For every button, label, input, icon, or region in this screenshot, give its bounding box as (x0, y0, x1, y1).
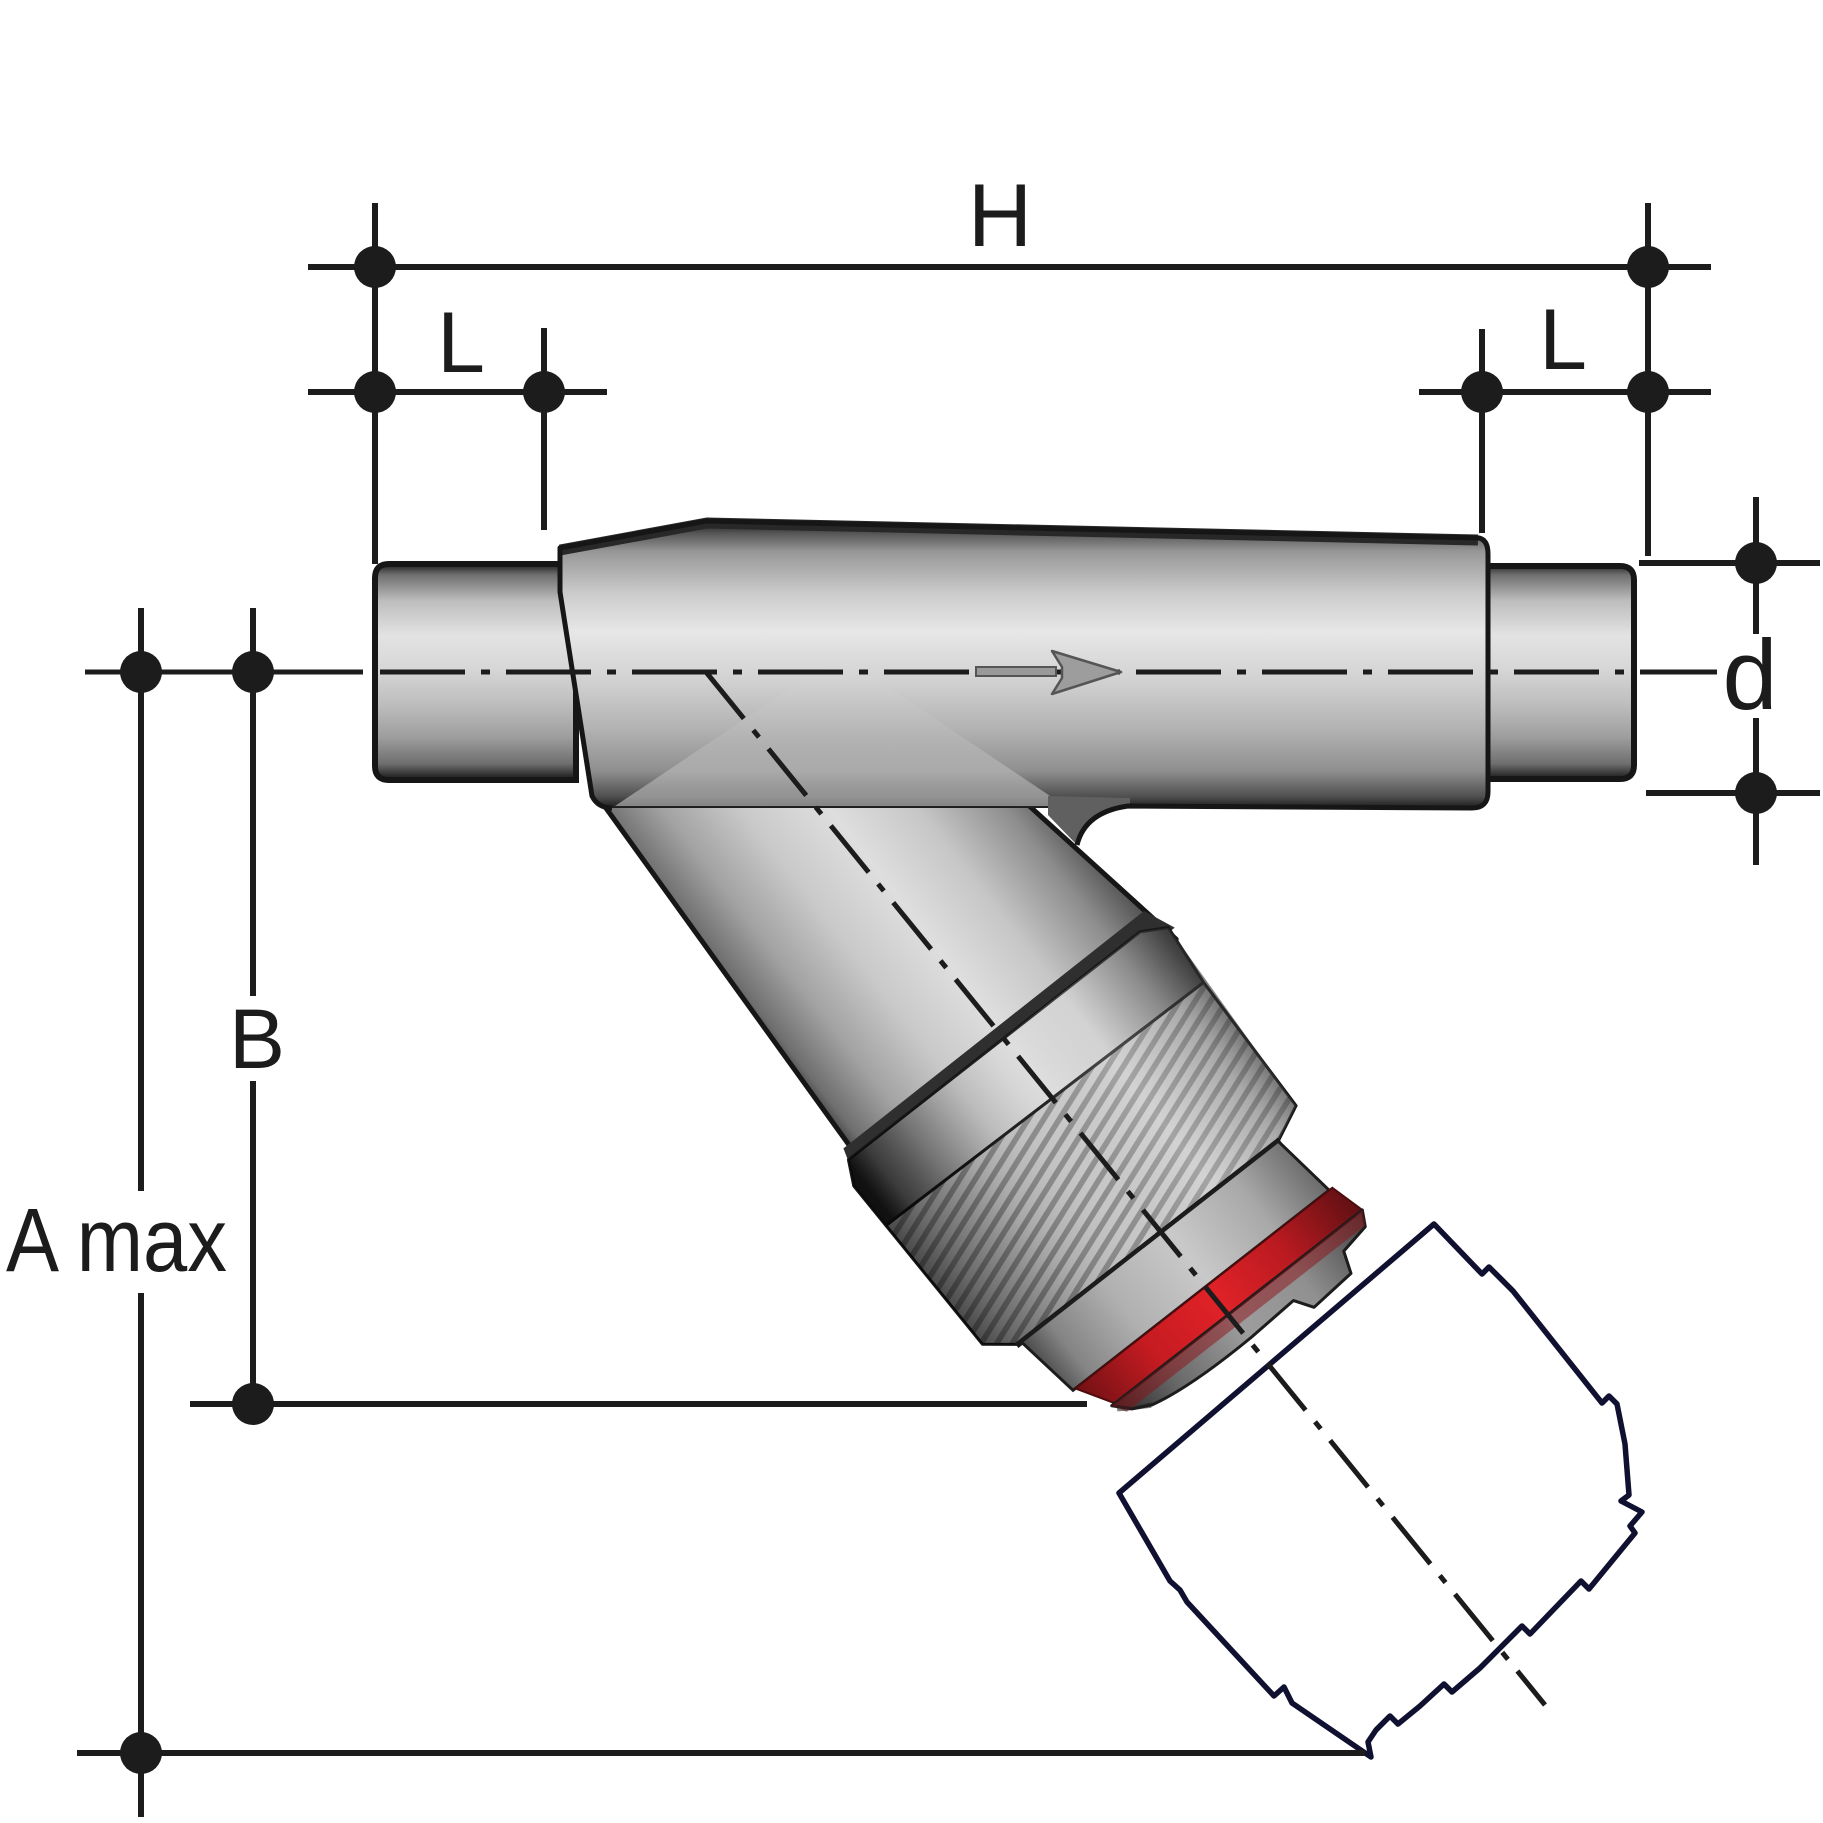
svg-text:B: B (229, 992, 285, 1086)
svg-text:A max: A max (6, 1191, 227, 1291)
svg-text:H: H (968, 165, 1032, 265)
svg-text:L: L (437, 295, 485, 391)
svg-text:L: L (1539, 292, 1587, 388)
svg-text:d: d (1722, 619, 1777, 730)
